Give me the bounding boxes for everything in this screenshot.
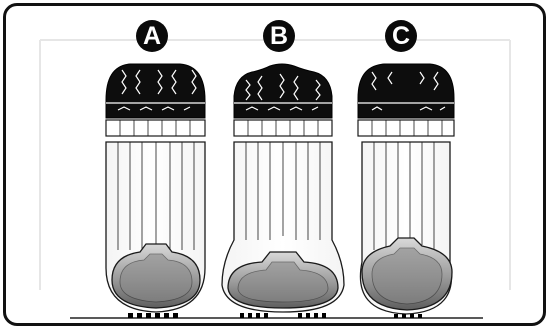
tire-b-contact-patch — [240, 313, 326, 318]
tire-a-contact-patch — [128, 313, 178, 318]
tire-b — [221, 63, 345, 318]
tire-c-tread — [357, 63, 455, 119]
tire-b-belt — [233, 119, 333, 137]
label-badge-c: C — [385, 20, 417, 52]
label-badge-a: A — [136, 20, 168, 52]
tire-a-tread-sipes — [106, 69, 205, 111]
tire-a-belt — [105, 119, 206, 137]
tire-a — [105, 63, 206, 318]
tire-a-tread — [105, 63, 206, 119]
tire-b-tread-sipes — [234, 73, 332, 111]
tire-c-contact-patch — [394, 314, 422, 318]
tire-c — [357, 63, 455, 318]
label-badge-b: B — [263, 20, 295, 52]
tire-c-belt — [357, 119, 455, 137]
tire-c-tread-sipes — [358, 71, 454, 111]
